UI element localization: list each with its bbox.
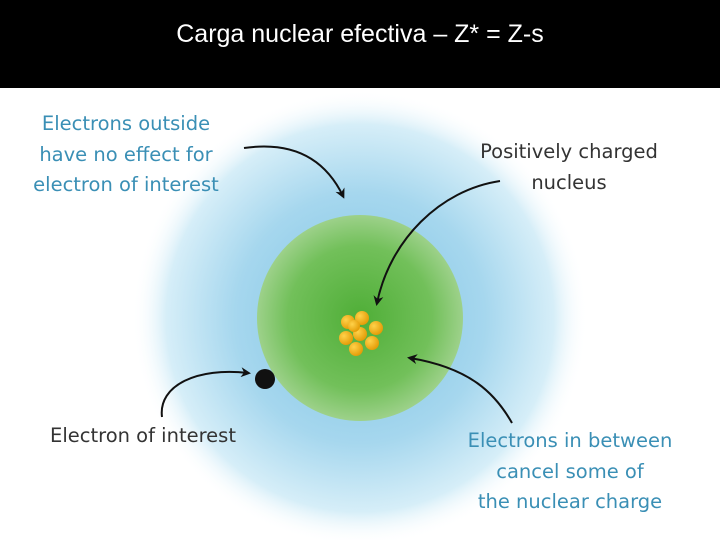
effective-nuclear-charge-diagram: Electrons outside have no effect for ele… — [0, 88, 720, 540]
arrow-electrons-between — [407, 354, 513, 424]
arrow-outside-electrons — [243, 145, 345, 199]
label-outside-line-2: have no effect for — [39, 142, 213, 166]
electron-of-interest-dot — [255, 369, 275, 389]
label-between-line-3: the nuclear charge — [477, 490, 663, 513]
label-nucleus-line-2: nucleus — [531, 170, 607, 194]
title-bar: Carga nuclear efectiva – Z* = Z-s — [0, 0, 720, 88]
atom-illustration — [132, 90, 588, 540]
label-between-line-1: Electrons in between — [467, 429, 673, 452]
slide-title: Carga nuclear efectiva – Z* = Z-s — [176, 20, 544, 48]
label-outside-line-1: Electrons outside — [41, 112, 211, 135]
label-between-line-2: cancel some of — [496, 459, 644, 483]
arrow-electron-of-interest — [160, 367, 251, 418]
label-electron-of-interest: Electron of interest — [50, 421, 236, 452]
label-outside-electrons: Electrons outside have no effect for ele… — [20, 109, 232, 201]
label-nucleus-line-1: Positively charged — [480, 140, 658, 163]
label-electron-line-1: Electron of interest — [50, 424, 236, 447]
label-electrons-between: Electrons in between cancel some of the … — [450, 426, 690, 518]
nucleus-cluster — [339, 311, 383, 356]
label-nucleus: Positively charged nucleus — [466, 137, 672, 198]
label-outside-line-3: electron of interest — [33, 173, 219, 196]
arrow-nucleus — [373, 180, 501, 306]
